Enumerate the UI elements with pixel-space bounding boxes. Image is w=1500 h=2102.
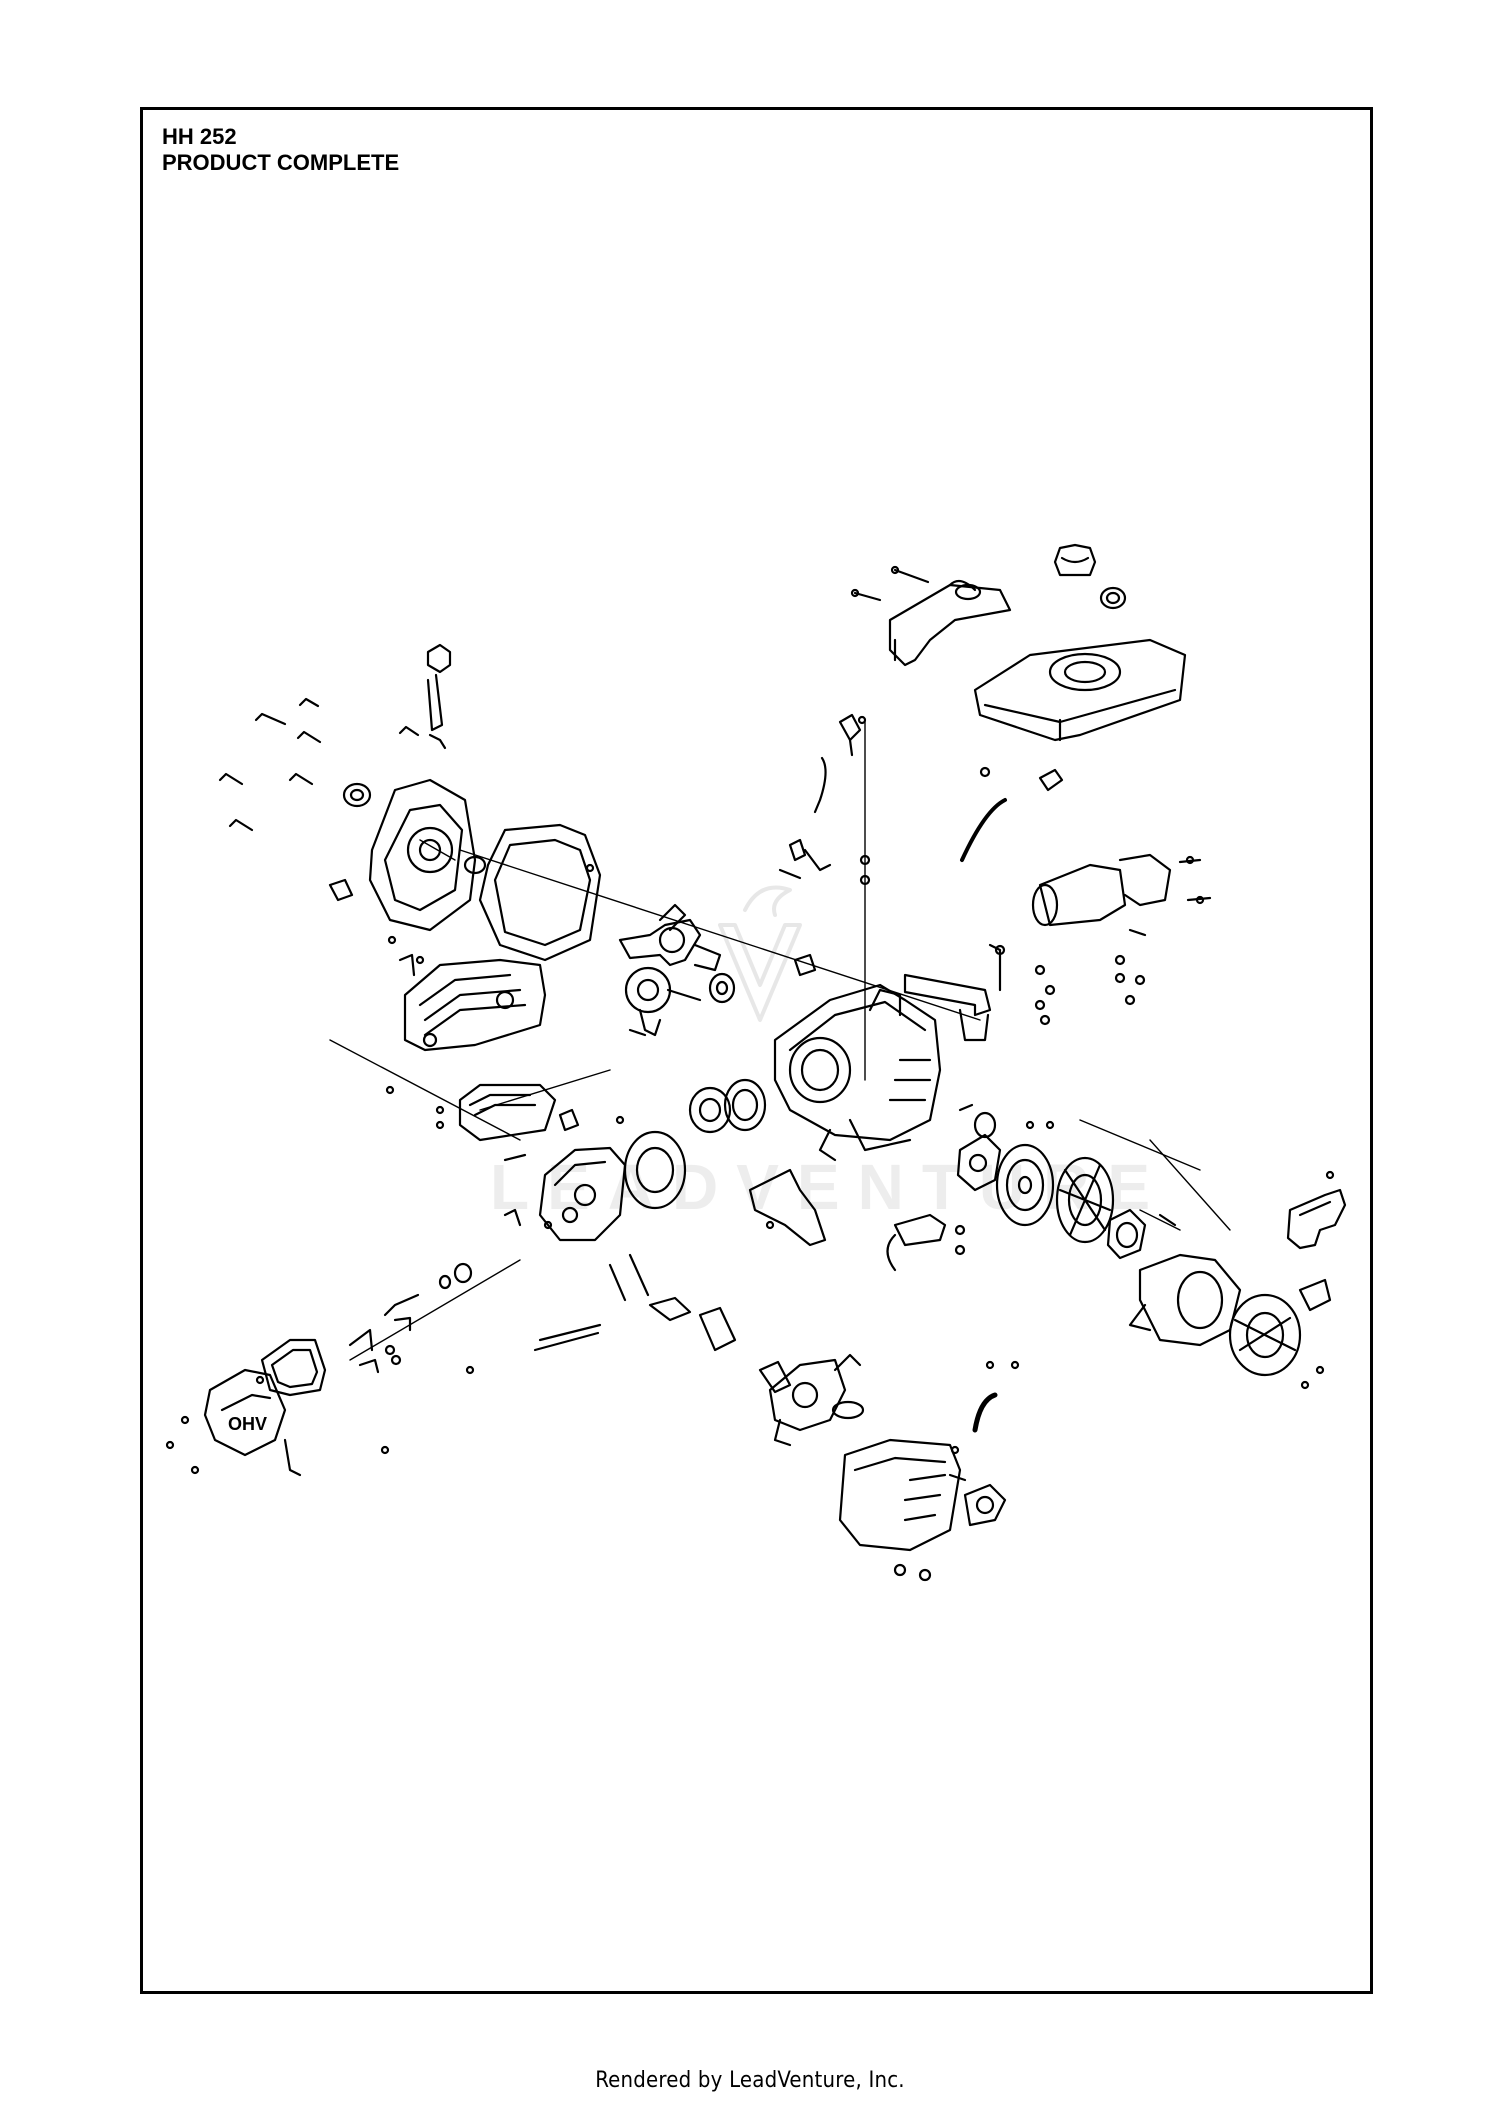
main-bearing	[708, 972, 736, 1004]
ignition-coil	[886, 1213, 966, 1272]
control-bracket	[903, 943, 1002, 1042]
fuel-tank-bracket	[850, 565, 1012, 667]
muffler-heat-shield	[398, 953, 547, 1052]
fuel-valve-knob	[948, 1473, 1007, 1527]
valve-cover-gasket	[260, 1338, 327, 1397]
starter-fasteners	[994, 944, 1146, 1026]
air-cleaner-housing	[838, 1438, 962, 1582]
render-credit: Rendered by LeadVenture, Inc.	[595, 2068, 905, 2093]
model-number: HH 252	[162, 124, 237, 149]
cylinder-head	[503, 1146, 627, 1242]
section-title: PRODUCT COMPLETE	[162, 150, 400, 175]
governor-linkage	[778, 713, 871, 886]
piston-and-rings	[688, 1078, 767, 1134]
electric-starter-motor	[1031, 853, 1212, 937]
misc-fasteners	[255, 935, 1020, 1455]
valve-train	[348, 1262, 473, 1374]
valve-cover: OHV	[165, 1368, 302, 1477]
oil-filler-dipstick	[426, 643, 452, 750]
crankcase-cover	[328, 778, 487, 932]
crankcase-gasket	[478, 823, 602, 962]
carburetor	[768, 1353, 862, 1447]
fuel-tank	[973, 638, 1187, 742]
carburetor-gaskets	[648, 1296, 865, 1420]
svg-text:OHV: OHV	[228, 1414, 267, 1434]
diagram-frame	[140, 107, 1373, 1994]
camshaft-gear	[624, 953, 817, 1037]
fuel-line	[960, 766, 1064, 862]
watermark-logo	[718, 885, 802, 1022]
magneto	[956, 1133, 1002, 1192]
engine-block	[773, 983, 942, 1162]
oil-seal	[958, 1103, 997, 1139]
blower-housing	[1128, 1253, 1242, 1347]
starter-cup	[1106, 1208, 1177, 1260]
push-rods	[533, 1253, 650, 1352]
diagram-title: HH 252 PRODUCT COMPLETE	[162, 124, 399, 176]
cylinder-shroud	[748, 1168, 827, 1247]
crankcase-cover-bolts	[218, 697, 420, 832]
breather-hose	[972, 1392, 998, 1433]
recoil-starter	[1228, 1278, 1332, 1390]
debris-shield	[1286, 1170, 1347, 1250]
crankshaft	[618, 903, 722, 972]
cylinder-head-gasket	[623, 1130, 687, 1210]
muffler	[385, 1083, 580, 1142]
cooling-fan	[1055, 1156, 1115, 1244]
flywheel	[995, 1120, 1055, 1227]
fuel-cap	[1053, 543, 1127, 610]
